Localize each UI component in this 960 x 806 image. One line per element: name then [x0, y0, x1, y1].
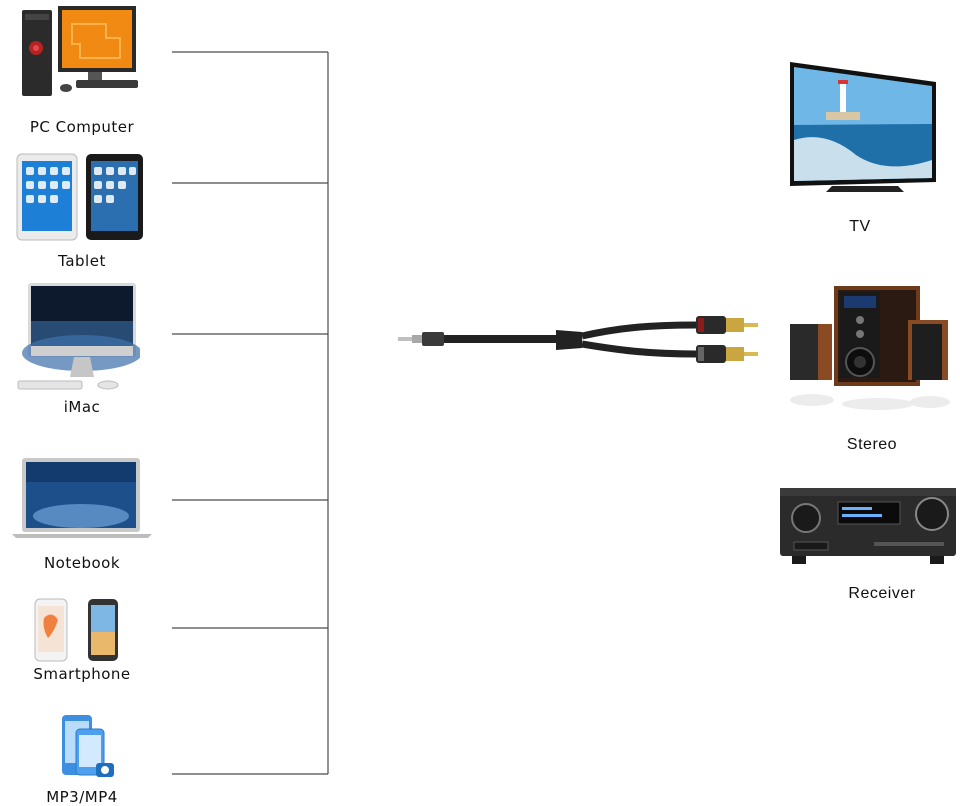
source-mp3	[58, 713, 118, 779]
desktop-pc-icon	[22, 6, 138, 96]
source-label-pc: PC Computer	[29, 118, 135, 136]
output-label-stereo: Stereo	[846, 436, 898, 453]
notebook-icon	[12, 458, 152, 538]
output-tv	[786, 60, 940, 194]
source-label-notebook: Notebook	[43, 554, 121, 572]
cable	[398, 310, 760, 368]
source-notebook	[10, 456, 154, 540]
source-tablet	[16, 153, 144, 241]
aux-to-rca-cable-icon	[398, 316, 758, 363]
mp3-player-icon	[62, 715, 114, 777]
output-receiver	[778, 484, 958, 566]
source-label-mp3: MP3/MP4	[46, 788, 118, 806]
tv-icon	[790, 62, 936, 192]
av-receiver-icon	[780, 488, 956, 564]
tablet-icon	[16, 153, 143, 241]
source-label-smartphone: Smartphone	[33, 665, 131, 683]
smartphone-icon	[34, 598, 118, 662]
imac-icon	[17, 283, 140, 390]
source-imac	[16, 281, 140, 393]
stereo-speakers-icon	[790, 286, 950, 410]
output-label-tv: TV	[849, 218, 871, 235]
source-pc	[20, 4, 142, 98]
output-label-receiver: Receiver	[848, 585, 916, 602]
source-label-imac: iMac	[63, 398, 101, 416]
source-label-tablet: Tablet	[58, 252, 106, 270]
output-stereo	[788, 284, 954, 414]
source-smartphone	[34, 598, 120, 662]
